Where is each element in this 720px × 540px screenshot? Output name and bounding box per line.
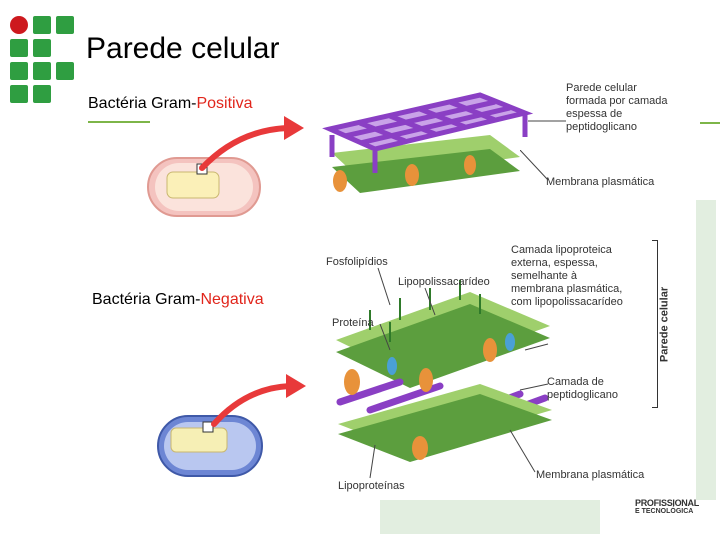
green-accent-line-right [700, 122, 720, 124]
gram-negative-label: Bactéria Gram-Negativa [92, 291, 264, 309]
gram-negative-wall-diagram [336, 280, 552, 462]
gram-negative-label-highlight: Negativa [200, 291, 264, 308]
gram-positive-wall-annotation: Parede celular formada por camada espess… [566, 82, 668, 134]
logo-square [10, 62, 28, 80]
gram-negative-bacterium-illustration [157, 415, 263, 477]
arrow-gram-negative [211, 374, 306, 427]
annotation-line: externa, espessa, [511, 257, 598, 269]
logo-square [33, 39, 51, 57]
gram-negative-label-prefix: Bactéria Gram- [92, 291, 201, 308]
institution-logo [10, 16, 80, 112]
annotation-line: Parede celular [566, 82, 637, 94]
logo-square [33, 85, 51, 103]
footer-logo-line2: E TECNOLÓGICA [635, 508, 694, 515]
annotation-line: peptidoglicano [547, 389, 618, 401]
arrow-gram-positive [199, 116, 304, 171]
outer-layer-annotation: Camada lipoproteica externa, espessa, se… [511, 244, 623, 309]
fosfolipidios-annotation: Fosfolipídios [326, 256, 388, 268]
gram-positive-wall-diagram [322, 92, 534, 193]
annotation-line: semelhante à [511, 270, 578, 282]
logo-square [56, 62, 74, 80]
leader-line-membrane [520, 150, 549, 181]
logo-square [33, 16, 51, 34]
gram-positive-membrane-annotation: Membrana plasmática [546, 176, 655, 188]
peptidoglycan-annotation: Camada de peptidoglicano [547, 376, 618, 402]
membrane-protein [483, 338, 497, 362]
lipoproteinas-annotation: Lipoproteínas [338, 480, 405, 492]
membrane-protein [464, 155, 476, 175]
inner-plasma-membrane [338, 384, 552, 462]
annotation-line: membrana plasmática, [511, 283, 623, 295]
porin-protein [387, 357, 397, 375]
gram-positive-label: Bactéria Gram-Positiva [88, 95, 253, 113]
gram-positive-label-prefix: Bactéria Gram- [88, 95, 197, 112]
porin-protein [505, 333, 515, 351]
logo-square [10, 85, 28, 103]
annotation-line: formada por camada [566, 95, 668, 107]
cell-wall-bracket [652, 240, 658, 408]
logo-square [56, 16, 74, 34]
annotation-line: Camada de [547, 376, 604, 388]
green-underline [88, 121, 150, 123]
logo-square [10, 39, 28, 57]
gram-positive-bacterium-illustration [147, 157, 261, 217]
gram-negative-leader-lines [369, 267, 549, 479]
logo-square-red [10, 16, 28, 34]
cell-wall-vertical-label: Parede celular [658, 286, 671, 363]
membrane-protein [412, 436, 428, 460]
membrane-protein [419, 368, 433, 392]
annotation-line: espessa de [566, 108, 623, 120]
annotation-line: com lipopolissacarídeo [511, 296, 623, 308]
proteina-annotation: Proteína [332, 317, 374, 329]
inner-membrane-annotation: Membrana plasmática [536, 469, 645, 481]
annotation-line: Camada lipoproteica [511, 244, 612, 256]
footer-logo-line1: PROFISSIONAL [635, 498, 699, 508]
background-stripe-bottom [380, 500, 600, 534]
lipopolysaccharide-chains [369, 280, 481, 342]
leader-line-wall [528, 120, 566, 122]
membrane-protein [405, 164, 419, 186]
logo-square [33, 62, 51, 80]
lipopolissacarideo-annotation: Lipopolissacarídeo [398, 276, 490, 288]
slide-title: Parede celular [86, 32, 280, 65]
footer-logo: PROFISSIONAL E TECNOLÓGICA [635, 498, 705, 515]
background-stripe-right [696, 200, 716, 500]
gram-positive-label-highlight: Positiva [196, 95, 253, 112]
membrane-protein [344, 369, 360, 395]
annotation-line: peptidoglicano [566, 121, 637, 133]
peptidoglycan-lattice [322, 92, 534, 173]
membrane-protein [333, 170, 347, 192]
